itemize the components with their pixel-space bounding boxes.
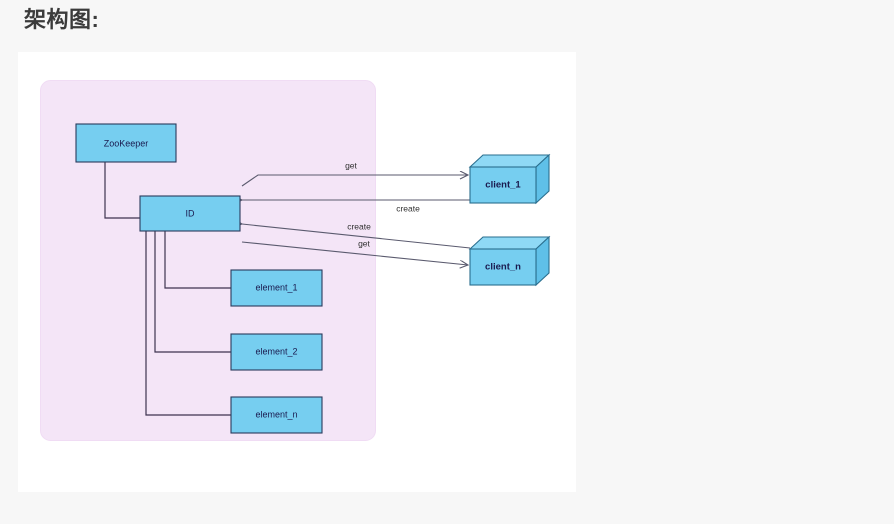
edge-create-clientn	[242, 224, 471, 249]
edge-label-get-top: get	[345, 160, 357, 170]
link-id-element1	[164, 231, 231, 289]
edge-label-create-bottom: create	[347, 221, 371, 231]
diagram-card: get create create get ZooKeeper ID eleme…	[18, 52, 576, 492]
node-zookeeper-label: ZooKeeper	[104, 138, 149, 148]
edge-label-get-bottom: get	[358, 238, 370, 248]
node-zookeeper[interactable]: ZooKeeper	[75, 123, 177, 163]
node-client-n[interactable]: client_n	[468, 235, 551, 287]
node-element-n-label: element_n	[255, 409, 297, 419]
node-client-1-label: client_1	[485, 180, 521, 191]
link-id-elementn	[145, 231, 231, 416]
link-zookeeper-id	[104, 162, 140, 219]
node-client-n-label: client_n	[485, 262, 521, 273]
edge-label-create-top: create	[396, 203, 420, 213]
node-id[interactable]: ID	[139, 195, 241, 232]
node-element-1-label: element_1	[255, 282, 297, 292]
node-id-label: ID	[186, 208, 196, 218]
architecture-diagram-svg: get create create get ZooKeeper ID eleme…	[40, 80, 551, 441]
edge-get-client1	[241, 175, 468, 187]
link-id-element2	[154, 231, 231, 353]
node-element-2-label: element_2	[255, 346, 297, 356]
page-title: 架构图:	[24, 7, 100, 32]
node-element-n[interactable]: element_n	[230, 396, 323, 434]
node-element-1[interactable]: element_1	[230, 269, 323, 307]
node-element-2[interactable]: element_2	[230, 333, 323, 371]
node-client-1[interactable]: client_1	[468, 153, 551, 205]
edge-get-clientn	[241, 241, 468, 265]
